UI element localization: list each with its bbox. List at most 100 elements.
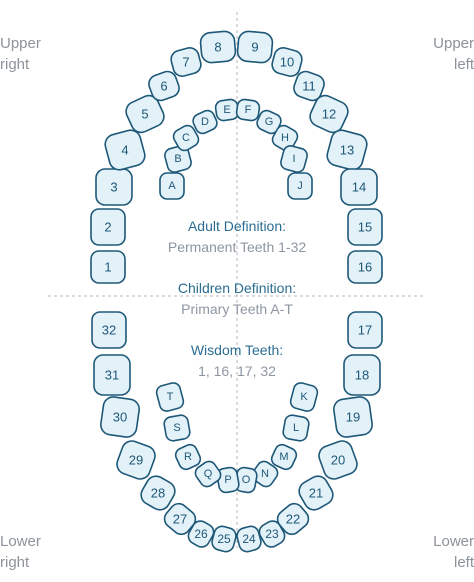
- label-upper-right: Upper right: [0, 33, 41, 75]
- adult-tooth-25[interactable]: 25: [210, 525, 237, 554]
- adult-tooth-shape: [199, 30, 237, 64]
- primary-tooth-shape: [287, 172, 313, 200]
- adult-tooth-label: 14: [352, 180, 366, 195]
- primary-tooth-I[interactable]: I: [279, 144, 308, 173]
- primary-tooth-P[interactable]: P: [216, 466, 240, 494]
- primary-tooth-shape: [282, 414, 310, 442]
- wisdom-teeth: Wisdom Teeth: 1, 16, 17, 32: [0, 340, 474, 382]
- primary-tooth-J[interactable]: J: [287, 172, 313, 200]
- children-definition: Children Definition: Primary Teeth A-T: [0, 278, 474, 320]
- primary-tooth-L[interactable]: L: [282, 414, 310, 442]
- adult-tooth-shape: [125, 94, 165, 134]
- primary-tooth-shape: [271, 124, 299, 152]
- adult-tooth-28[interactable]: 28: [138, 473, 179, 514]
- adult-tooth-16[interactable]: 16: [347, 250, 383, 284]
- adult-tooth-14[interactable]: 14: [340, 168, 378, 206]
- adult-tooth-shape: [104, 129, 146, 171]
- primary-tooth-D[interactable]: D: [191, 108, 219, 135]
- primary-tooth-S[interactable]: S: [163, 414, 191, 442]
- label-upper-right-line1: Upper: [0, 35, 41, 52]
- label-lower-right: Lower right: [0, 531, 41, 573]
- adult-tooth-5[interactable]: 5: [123, 92, 167, 135]
- adult-tooth-32[interactable]: 32: [91, 311, 127, 349]
- adult-tooth-10[interactable]: 10: [270, 46, 304, 78]
- adult-tooth-26[interactable]: 26: [185, 518, 216, 550]
- primary-tooth-K[interactable]: K: [289, 381, 319, 412]
- adult-tooth-20[interactable]: 20: [316, 438, 360, 482]
- primary-tooth-N[interactable]: N: [250, 459, 281, 490]
- adult-tooth-label: 17: [358, 323, 372, 338]
- adult-tooth-8[interactable]: 8: [199, 30, 237, 64]
- label-lower-left: Lower left: [433, 531, 474, 573]
- primary-tooth-C[interactable]: C: [171, 123, 201, 153]
- adult-tooth-label: 30: [113, 410, 127, 425]
- primary-tooth-F[interactable]: F: [235, 98, 261, 122]
- adult-tooth-23[interactable]: 23: [256, 518, 287, 550]
- primary-tooth-shape: [194, 460, 222, 488]
- primary-tooth-label: G: [265, 116, 274, 128]
- primary-tooth-shape: [174, 443, 202, 471]
- adult-definition: Adult Definition: Permanent Teeth 1-32: [0, 216, 474, 258]
- label-lower-right-line2: right: [0, 554, 30, 571]
- adult-tooth-shape: [187, 520, 215, 548]
- adult-tooth-shape: [293, 70, 325, 102]
- adult-tooth-31[interactable]: 31: [93, 354, 131, 396]
- adult-tooth-9[interactable]: 9: [236, 30, 274, 64]
- adult-tooth-label: 25: [217, 532, 231, 546]
- adult-tooth-27[interactable]: 27: [161, 500, 199, 538]
- adult-tooth-4[interactable]: 4: [103, 128, 147, 172]
- adult-tooth-24[interactable]: 24: [235, 525, 262, 554]
- adult-tooth-label: 8: [214, 40, 221, 55]
- adult-tooth-17[interactable]: 17: [347, 311, 383, 349]
- adult-tooth-label: 18: [355, 368, 369, 383]
- adult-tooth-12[interactable]: 12: [307, 92, 351, 135]
- primary-tooth-label: L: [293, 422, 299, 434]
- primary-tooth-label: I: [292, 153, 295, 165]
- adult-tooth-label: 24: [242, 532, 256, 546]
- adult-tooth-label: 29: [129, 453, 143, 468]
- primary-tooth-H[interactable]: H: [270, 123, 300, 153]
- adult-tooth-19[interactable]: 19: [333, 396, 374, 439]
- label-lower-left-line1: Lower: [433, 533, 474, 550]
- adult-tooth-22[interactable]: 22: [274, 500, 312, 538]
- primary-tooth-label: N: [261, 468, 269, 480]
- primary-tooth-B[interactable]: B: [163, 144, 192, 173]
- primary-tooth-Q[interactable]: Q: [193, 459, 224, 490]
- adult-tooth-shape: [90, 208, 126, 246]
- adult-tooth-label: 19: [346, 410, 360, 425]
- children-definition-heading: Children Definition:: [177, 280, 297, 296]
- adult-tooth-15[interactable]: 15: [347, 208, 383, 246]
- primary-tooth-label: D: [201, 116, 209, 128]
- adult-tooth-shape: [170, 47, 202, 77]
- adult-tooth-shape: [91, 311, 127, 349]
- adult-tooth-7[interactable]: 7: [169, 46, 203, 78]
- primary-tooth-shape: [251, 460, 279, 488]
- primary-tooth-shape: [270, 443, 298, 471]
- adult-tooth-6[interactable]: 6: [146, 69, 181, 103]
- primary-tooth-T[interactable]: T: [155, 381, 185, 412]
- primary-tooth-label: F: [245, 104, 252, 116]
- adult-tooth-11[interactable]: 11: [291, 69, 326, 103]
- adult-tooth-label: 15: [358, 220, 372, 235]
- adult-tooth-label: 5: [141, 107, 148, 122]
- wisdom-teeth-heading: Wisdom Teeth:: [190, 342, 284, 358]
- adult-tooth-1[interactable]: 1: [90, 250, 126, 284]
- adult-tooth-label: 27: [173, 512, 187, 527]
- primary-tooth-R[interactable]: R: [173, 442, 202, 471]
- adult-tooth-2[interactable]: 2: [90, 208, 126, 246]
- adult-tooth-18[interactable]: 18: [343, 354, 381, 396]
- primary-tooth-E[interactable]: E: [214, 98, 240, 122]
- adult-tooth-29[interactable]: 29: [114, 438, 158, 482]
- adult-tooth-13[interactable]: 13: [325, 128, 369, 172]
- adult-tooth-label: 10: [280, 55, 294, 70]
- adult-tooth-shape: [90, 250, 126, 284]
- adult-tooth-3[interactable]: 3: [95, 168, 133, 206]
- primary-tooth-A[interactable]: A: [159, 172, 185, 200]
- adult-tooth-label: 20: [331, 453, 345, 468]
- primary-tooth-M[interactable]: M: [269, 442, 298, 471]
- adult-tooth-21[interactable]: 21: [296, 473, 337, 514]
- primary-tooth-label: J: [297, 180, 303, 192]
- adult-tooth-30[interactable]: 30: [100, 396, 141, 439]
- adult-tooth-shape: [271, 47, 303, 77]
- primary-tooth-shape: [155, 382, 185, 412]
